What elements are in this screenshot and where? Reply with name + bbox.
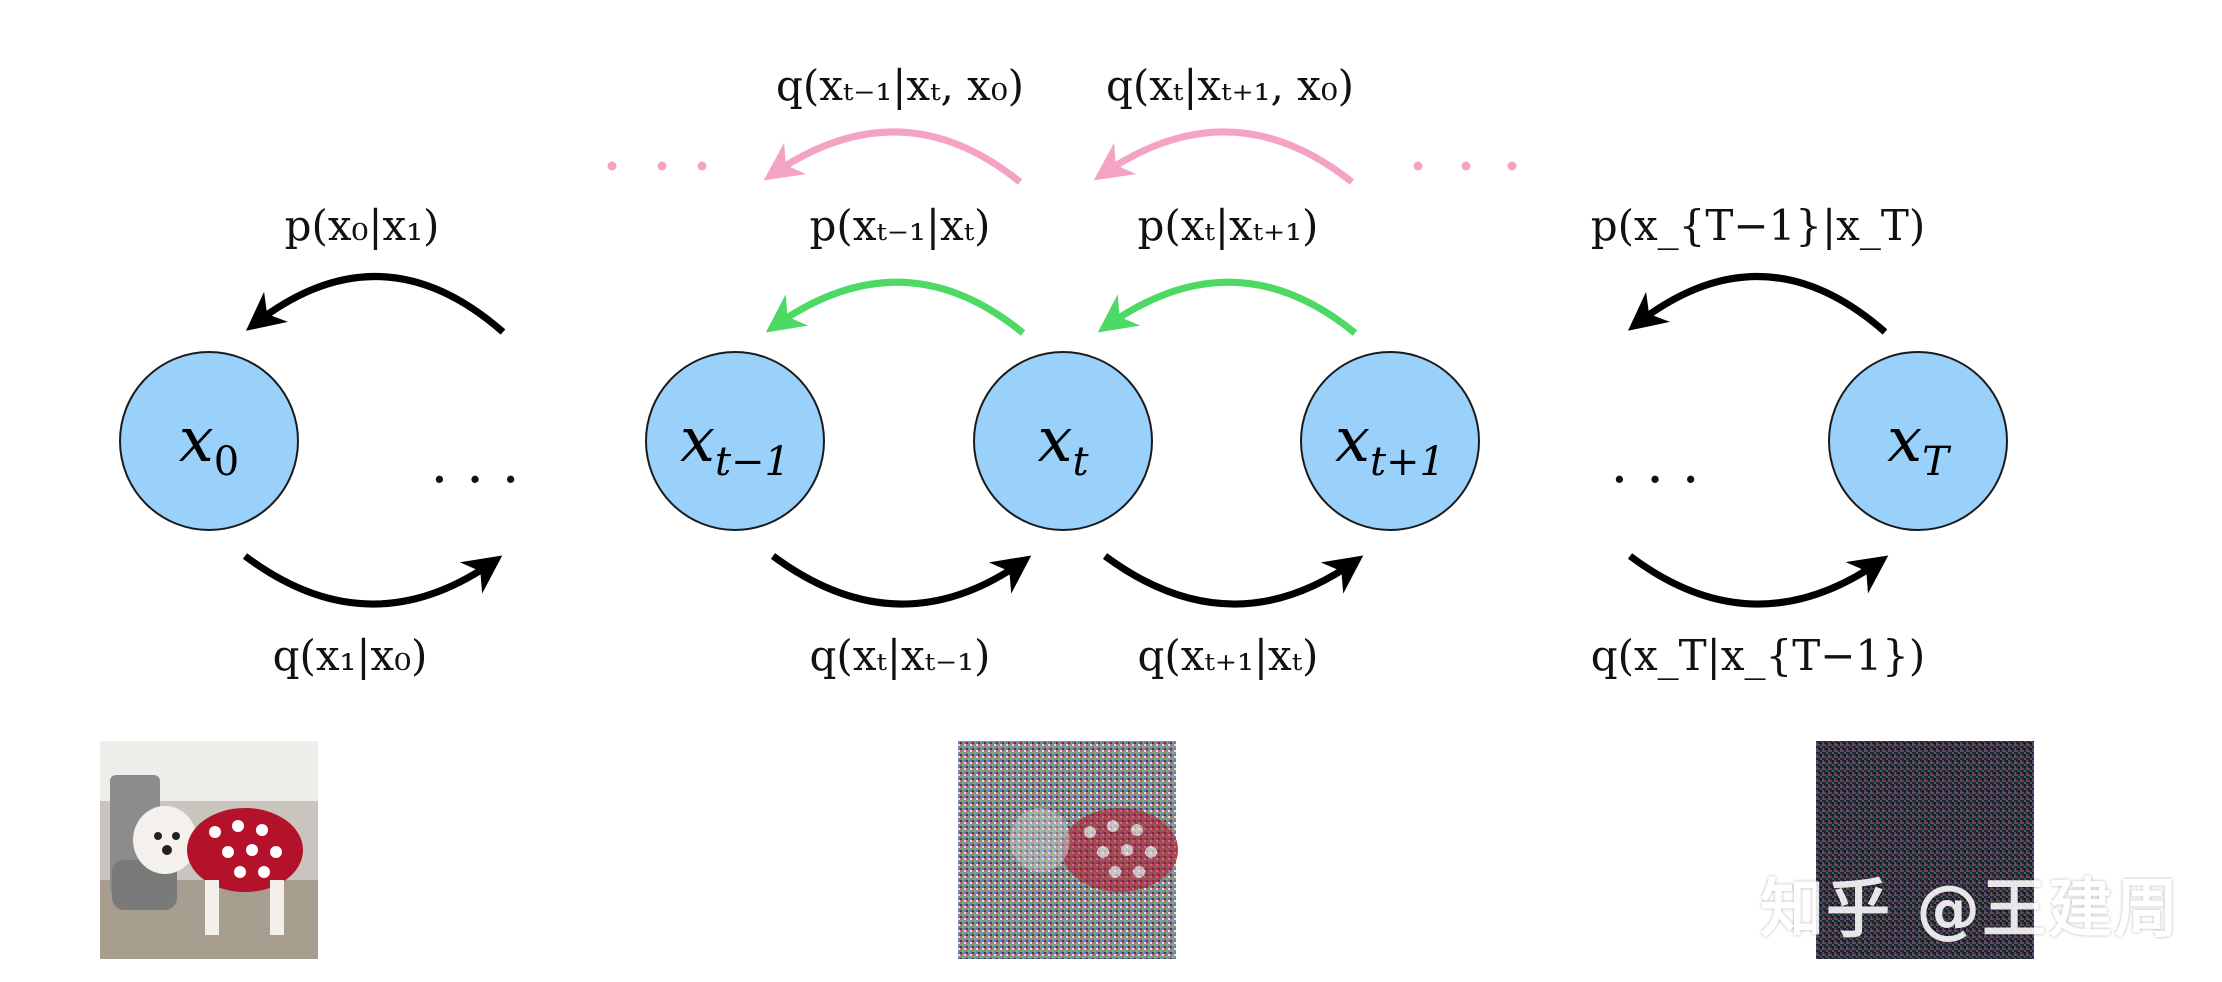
label-q-xtp1-xt: q(xₜ₊₁|xₜ): [1138, 631, 1319, 680]
ellipsis-right: . . .: [1610, 431, 1699, 496]
green-arrow-xtp1-to-xt: [1097, 278, 1358, 336]
pink-arrow-xt-to-xtm1: [763, 128, 1023, 185]
black-arrow-x1-to-x0: [245, 273, 506, 335]
node-xT: xT: [1828, 351, 2008, 531]
svg-text:xt: xt: [1037, 403, 1089, 485]
black-arrow-xT-to-xTm1: [1627, 273, 1888, 335]
black-arrow-xtm1-to-xt: [770, 553, 1032, 608]
black-arrow-x0-to-x1: [242, 553, 503, 608]
noisy-dog-image: [958, 741, 1178, 959]
label-q-xT-xTm1: q(x_T|x_{T−1}): [1591, 631, 1926, 680]
label-p-xtm1-xt: p(xₜ₋₁|xₜ): [810, 201, 991, 250]
node-xtm1: xt−1: [645, 351, 825, 531]
node-xtp1: xt+1: [1300, 351, 1480, 531]
green-arrow-xt-to-xtm1: [765, 278, 1026, 336]
pink-ellipsis-left: [607, 161, 707, 171]
label-q-xtm1-xt-x0: q(xₜ₋₁|xₜ, x₀): [776, 61, 1024, 110]
label-q-x1-x0: q(x₁|x₀): [273, 631, 428, 680]
clean-dog-image: [100, 741, 318, 959]
watermark: 知乎 @王建周: [1760, 873, 2181, 947]
svg-text:x0: x0: [179, 403, 239, 485]
black-arrow-xt-to-xtp1: [1102, 553, 1364, 608]
label-q-xt-xtm1: q(xₜ|xₜ₋₁): [810, 631, 991, 680]
pure-noise-image: [1816, 741, 2034, 959]
ellipsis-left: . . .: [430, 431, 519, 496]
node-x0: x0: [119, 351, 299, 531]
black-arrow-xTm1-to-xT: [1627, 553, 1889, 608]
pink-arrow-xtp1-to-xt: [1093, 128, 1355, 185]
label-p-xt-xtp1: p(xₜ|xₜ₊₁): [1138, 201, 1319, 250]
svg-text:xt+1: xt+1: [1335, 403, 1445, 485]
label-p-xTm1-xT: p(x_{T−1}|x_T): [1591, 201, 1926, 250]
svg-text:xt−1: xt−1: [680, 403, 790, 485]
pink-ellipsis-right: [1413, 161, 1517, 171]
label-q-xt-xtp1-x0: q(xₜ|xₜ₊₁, x₀): [1106, 61, 1354, 110]
svg-text:xT: xT: [1887, 403, 1952, 485]
node-xt: xt: [973, 351, 1153, 531]
label-p-x0-x1: p(x₀|x₁): [285, 201, 440, 250]
